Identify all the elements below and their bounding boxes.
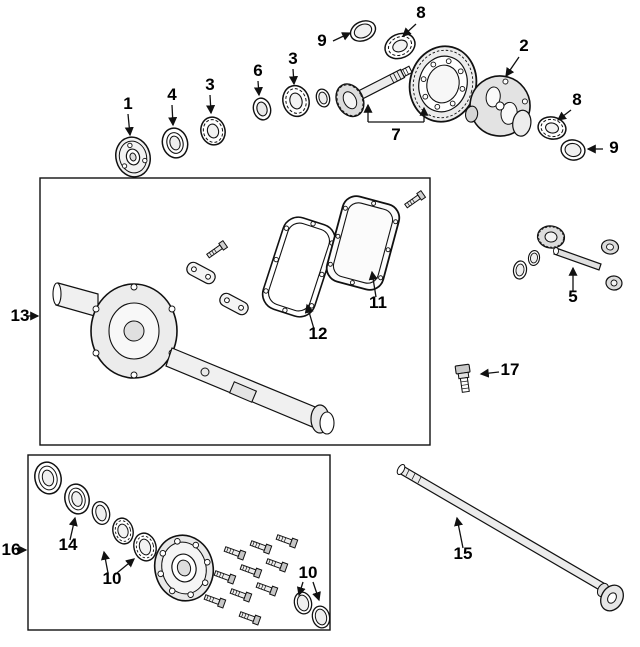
hub-bearing-a-illustration: [112, 517, 134, 545]
callout-label-7: 7: [391, 125, 400, 144]
hub-seal-outer-illustration: [34, 461, 62, 495]
callout-label-6: 6: [253, 61, 262, 80]
axle-housing-illustration: [52, 282, 335, 435]
pinion-inner-bearing-illustration: [282, 84, 310, 118]
retainer-bracket-icon: [184, 259, 218, 287]
hub-seal-d-illustration: [311, 605, 331, 629]
hub-seal-c-illustration: [293, 591, 313, 615]
wheel-hub-illustration: [153, 534, 215, 602]
housing-group-box: [39, 177, 431, 446]
pinion-outer-bearing-illustration: [200, 116, 226, 146]
hub-ring-illustration: [91, 501, 111, 525]
differential-cover-illustration: [325, 195, 401, 291]
callout-label-8b: 8: [572, 90, 581, 109]
callout-label-10b: 10: [299, 563, 318, 582]
differential-case-illustration: [464, 75, 532, 137]
callout-label-15: 15: [454, 544, 473, 563]
callout-label-10a: 10: [103, 569, 122, 588]
differential-bearing-illustration: [537, 116, 567, 140]
differential-shim-illustration: [560, 139, 586, 161]
hub-group-box: [27, 454, 331, 631]
washer-illustration: [315, 88, 331, 108]
retainer-bracket-icon: [217, 290, 251, 318]
hub-seal-illustration: [64, 483, 90, 515]
cover-bolt-icon: [205, 240, 228, 260]
axle-shaft-illustration: [396, 464, 624, 612]
callout-label-8a: 8: [416, 3, 425, 22]
callout-label-5: 5: [568, 287, 577, 306]
callout-label-16: 16: [2, 540, 21, 559]
spider-gear-kit-illustration: [512, 225, 623, 291]
callout-label-2: 2: [519, 36, 528, 55]
pinion-front-bearing-illustration: [384, 32, 416, 60]
callout-label-3b: 3: [288, 49, 297, 68]
callout-label-4: 4: [167, 85, 177, 104]
callout-label-1: 1: [123, 94, 132, 113]
drive-pinion-illustration: [335, 65, 413, 118]
cover-gasket-illustration: [261, 216, 337, 318]
pinion-front-shim-illustration: [349, 20, 377, 42]
callout-label-13: 13: [11, 306, 30, 325]
callout-label-11: 11: [369, 293, 387, 312]
callout-label-9b: 9: [609, 138, 618, 157]
pinion-seal-illustration: [161, 127, 189, 159]
wheel-studs-illustration: [203, 532, 299, 626]
hub-bearing-b-illustration: [133, 532, 157, 562]
cover-bolt-icon: [403, 190, 426, 210]
callout-label-12: 12: [309, 324, 328, 343]
bearing-spacer-illustration: [252, 97, 272, 121]
vent-sensor-illustration: [454, 363, 471, 393]
callout-label-17: 17: [501, 360, 520, 379]
callout-label-3a: 3: [205, 75, 214, 94]
callout-arrows: [17, 23, 603, 602]
pinion-flange-illustration: [115, 136, 151, 178]
callout-label-14: 14: [59, 535, 78, 554]
ring-gear-illustration: [408, 45, 478, 123]
callout-label-9a: 9: [317, 31, 326, 50]
